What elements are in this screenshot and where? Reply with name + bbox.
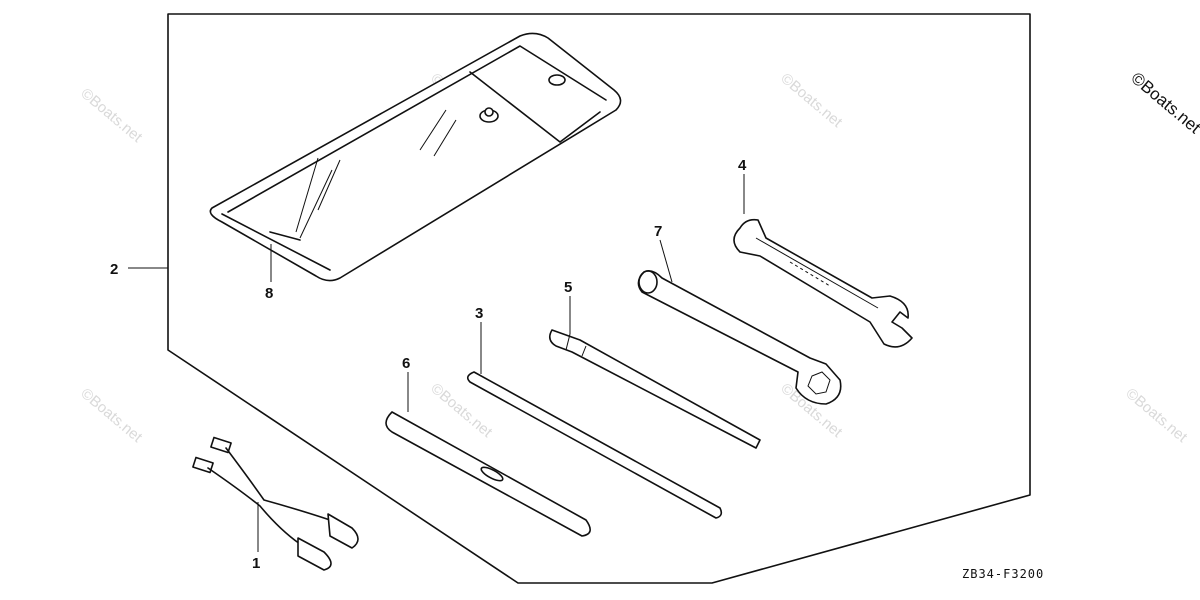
watermark: ©Boats.net: [77, 85, 146, 146]
callout-3: 3: [475, 305, 483, 322]
open-end-wrench: [733, 218, 913, 348]
rod-handle: [466, 371, 723, 519]
watermark: ©Boats.net: [1122, 385, 1191, 446]
socket-wrench: [637, 270, 842, 405]
charging-cable: [192, 436, 359, 571]
callout-2: 2: [110, 261, 118, 278]
diagram-code: ZB34-F3200: [962, 567, 1044, 581]
callout-4: 4: [738, 157, 747, 174]
callout-7: 7: [654, 223, 662, 240]
watermarks: ©Boats.net ©Boats.net ©Boats.net ©Boats.…: [77, 69, 1200, 447]
callout-5: 5: [564, 279, 572, 296]
flat-spanner: [385, 411, 591, 537]
kit-outline: [167, 13, 1031, 584]
watermark-corner: ©Boats.net: [1127, 69, 1200, 138]
callout-6: 6: [402, 355, 410, 372]
callout-1: 1: [252, 555, 260, 572]
callout-7-leader: [659, 239, 673, 283]
tool-bag: [209, 32, 622, 282]
watermark: ©Boats.net: [777, 70, 846, 131]
screwdriver: [548, 329, 761, 449]
callout-8: 8: [265, 285, 273, 302]
watermark: ©Boats.net: [77, 385, 146, 446]
